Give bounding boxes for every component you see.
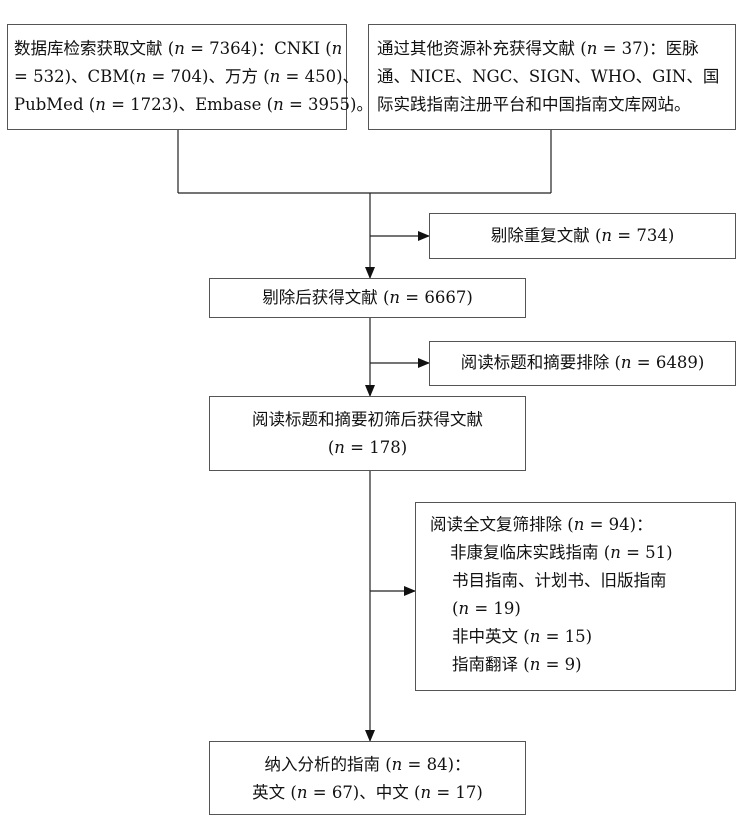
db-line-2: = 532)、CBM(n = 704)、万方 (n = 450)、: [14, 67, 360, 86]
screened-line-1: 阅读标题和摘要初筛后获得文献: [252, 410, 483, 429]
fulltext-line-3: 书目指南、计划书、旧版指南: [452, 571, 667, 590]
screened-box: 阅读标题和摘要初筛后获得文献 (n = 178): [209, 396, 526, 471]
fulltext-line-2: 非康复临床实践指南 (n = 51): [450, 543, 673, 562]
db-line-3: PubMed (n = 1723)、Embase (n = 3955)。: [14, 95, 373, 114]
screened-line-2: (n = 178): [327, 438, 408, 457]
database-search-box: 数据库检索获取文献 (n = 7364)：CNKI (n = 532)、CBM(…: [7, 24, 373, 130]
other-line-2: 通、NICE、NGC、SIGN、WHO、GIN、国: [377, 67, 720, 86]
fulltext-line-4: (n = 19): [452, 599, 521, 618]
fulltext-line-5: 非中英文 (n = 15): [452, 627, 593, 646]
final-line-1: 纳入分析的指南 (n = 84)：: [264, 755, 471, 774]
other-line-1: 通过其他资源补充获得文献 (n = 37)：医脉: [377, 39, 699, 58]
fulltext-line-1: 阅读全文复筛排除 (n = 94)：: [430, 515, 653, 534]
duplicate-removed-box: 剔除重复文献 (n = 734): [429, 213, 736, 259]
db-line-1: 数据库检索获取文献 (n = 7364)：CNKI (n: [14, 39, 343, 58]
fulltext-exclude-box: 阅读全文复筛排除 (n = 94)： 非康复临床实践指南 (n = 51) 书目…: [415, 502, 736, 691]
final-included-box: 纳入分析的指南 (n = 84)： 英文 (n = 67)、中文 (n = 17…: [209, 741, 526, 815]
final-line-2: 英文 (n = 67)、中文 (n = 17): [252, 783, 483, 802]
after-dedup-box: 剔除后获得文献 (n = 6667): [209, 278, 526, 318]
other-line-3: 际实践指南注册平台和中国指南文库网站。: [377, 95, 691, 114]
title-abstract-exclude-box: 阅读标题和摘要排除 (n = 6489): [429, 341, 736, 386]
fulltext-line-6: 指南翻译 (n = 9): [452, 655, 582, 674]
other-sources-box: 通过其他资源补充获得文献 (n = 37)：医脉 通、NICE、NGC、SIGN…: [368, 24, 736, 130]
